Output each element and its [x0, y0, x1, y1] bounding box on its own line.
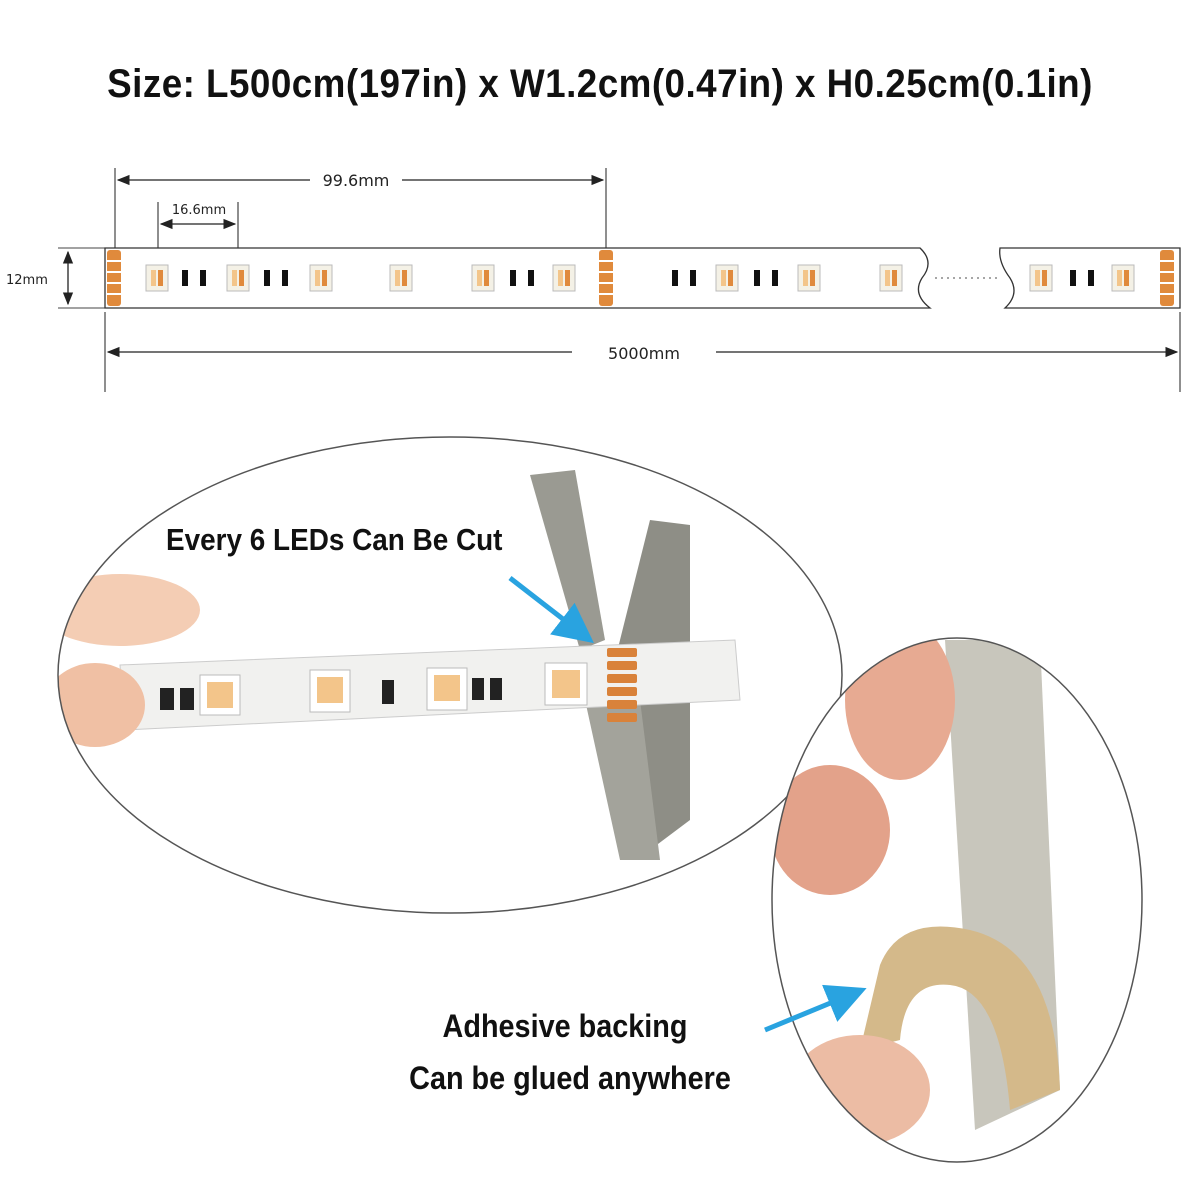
led-chip [797, 264, 821, 292]
led-pitch-label: 16.6mm [172, 203, 226, 218]
thumb [58, 663, 145, 747]
led-chip [879, 264, 903, 292]
led-chip [552, 264, 576, 292]
cut-callout: Every 6 LEDs Can Be Cut [166, 522, 503, 557]
segment-length-dimension: 99.6mm [116, 171, 605, 190]
adhesive-photo [772, 638, 1142, 1162]
photo-cut-pads [607, 648, 637, 722]
adhesive-callout-line2: Can be glued anywhere [409, 1060, 731, 1096]
scissors-blade-lower [585, 700, 660, 860]
photo-leds [160, 662, 588, 716]
adhesive-arrow [764, 984, 867, 1033]
led-chip [226, 264, 250, 292]
led-chip [389, 264, 413, 292]
cut-arrow [508, 576, 594, 644]
resistors [182, 270, 1094, 286]
led-chip [471, 264, 495, 292]
total-length-label: 5000mm [608, 344, 680, 363]
led-pitch-dimension: 16.6mm [159, 203, 237, 230]
led-chip [309, 264, 333, 292]
led-strip-left [104, 247, 932, 309]
pad-dividers [107, 260, 1174, 295]
adhesive-photo-frame [771, 637, 1143, 1163]
size-title: Size: L500cm(197in) x W1.2cm(0.47in) x H… [107, 62, 1093, 106]
strip-width-dimension: 12mm [6, 247, 108, 309]
cutting-photo [58, 437, 842, 913]
led-chip [1029, 264, 1053, 292]
led-chip [715, 264, 739, 292]
extension-lines [104, 168, 1181, 392]
led-chip [1111, 264, 1135, 292]
led-chips [145, 264, 1135, 292]
total-length-dimension: 5000mm [106, 344, 1179, 363]
segment-length-label: 99.6mm [323, 171, 390, 190]
adhesive-loop [860, 926, 1060, 1110]
finger-top [845, 638, 955, 780]
cut-pads [107, 250, 1174, 306]
led-chip [145, 264, 169, 292]
adhesive-callout-line1: Adhesive backing [442, 1008, 688, 1044]
finger-mid [772, 765, 890, 895]
cutting-photo-frame [57, 436, 843, 914]
strip-width-label: 12mm [6, 273, 48, 288]
